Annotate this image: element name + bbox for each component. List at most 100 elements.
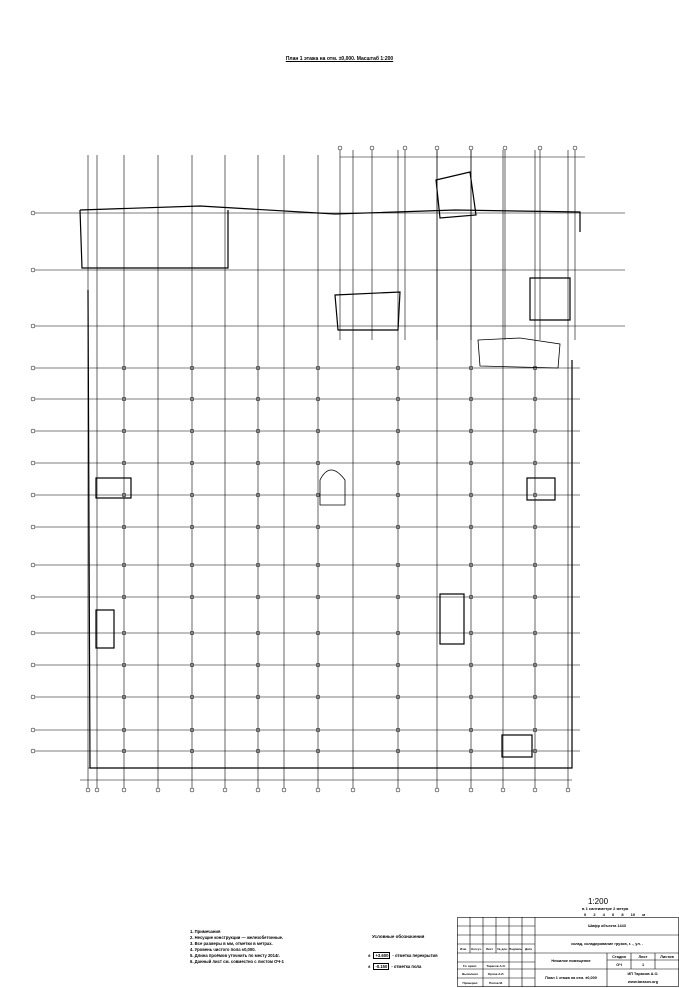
axis-marker — [395, 787, 401, 793]
column — [316, 749, 320, 753]
column-header: Дата — [525, 946, 532, 951]
column — [396, 429, 400, 433]
role: Гл. архит. — [462, 963, 478, 968]
column — [256, 631, 260, 635]
company-site: www.tarasov.org — [627, 979, 659, 984]
column — [396, 663, 400, 667]
column — [469, 749, 473, 753]
column — [122, 461, 126, 465]
column — [316, 461, 320, 465]
axis-marker — [30, 323, 36, 329]
column — [316, 595, 320, 599]
column — [122, 749, 126, 753]
column — [533, 525, 537, 529]
axis-marker — [30, 594, 36, 600]
column — [469, 493, 473, 497]
axis-marker — [30, 267, 36, 273]
axis-marker — [369, 145, 375, 151]
legend-item: ± -0.150- отметка пола — [368, 963, 422, 970]
column — [316, 397, 320, 401]
structural-columns — [122, 366, 537, 753]
title-block: Шифр объекта 1443 склад, складирование г… — [457, 917, 679, 987]
column — [469, 663, 473, 667]
axis-marker — [85, 787, 91, 793]
column — [533, 397, 537, 401]
axis-marker — [30, 748, 36, 754]
axis-marker — [255, 787, 261, 793]
legend-item: ± +3.600- отметка перекрытия — [368, 952, 438, 959]
person: Попов М. — [489, 980, 503, 985]
column — [122, 563, 126, 567]
axis-marker — [315, 787, 321, 793]
axis-marker — [30, 210, 36, 216]
column-header: Лист — [485, 946, 494, 951]
role: Выполнил — [462, 971, 478, 976]
company-name: ИП Тарасов А.О. — [627, 971, 659, 976]
axis-marker — [434, 787, 440, 793]
stage-value: ОЧ — [616, 962, 622, 967]
axis-marker — [350, 787, 356, 793]
axis-marker — [565, 787, 571, 793]
scale-ratio: 1:200 — [588, 897, 609, 906]
axis-marker — [537, 145, 543, 151]
column — [256, 366, 260, 370]
sheet-header: Лист — [638, 954, 648, 959]
column-header: Подпись — [508, 946, 523, 951]
column — [396, 728, 400, 732]
column — [122, 397, 126, 401]
sheet-name: Нежилое помещение — [551, 959, 591, 963]
column — [122, 695, 126, 699]
column — [533, 461, 537, 465]
column — [469, 631, 473, 635]
column — [190, 631, 194, 635]
column — [190, 563, 194, 567]
column — [396, 631, 400, 635]
column — [122, 493, 126, 497]
role: Проверил — [462, 980, 478, 985]
column — [396, 695, 400, 699]
column — [469, 728, 473, 732]
axis-marker — [572, 145, 578, 151]
axis-marker — [30, 365, 36, 371]
axis-marker — [30, 630, 36, 636]
column — [122, 728, 126, 732]
column — [256, 397, 260, 401]
column — [396, 397, 400, 401]
column — [533, 429, 537, 433]
axis-marker — [402, 145, 408, 151]
axis-marker — [30, 662, 36, 668]
project-address: склад, складирование грузов, г. ., ул. . — [571, 942, 643, 946]
column-header: № док. — [497, 946, 508, 951]
column — [533, 728, 537, 732]
column — [533, 563, 537, 567]
column — [396, 366, 400, 370]
axis-marker — [434, 145, 440, 151]
column — [190, 525, 194, 529]
column — [122, 631, 126, 635]
column — [256, 695, 260, 699]
column — [190, 493, 194, 497]
column — [533, 493, 537, 497]
note: 5. Длина проёмов уточнить по месту 2014г… — [190, 953, 280, 958]
drawing-title: План 1 этажа на отм. ±0,000. Масштаб 1:2… — [285, 56, 394, 62]
column-header: Изм. — [460, 946, 467, 951]
building-walls — [79, 171, 581, 769]
column — [316, 366, 320, 370]
axis-marker — [337, 145, 343, 151]
column — [469, 366, 473, 370]
column — [316, 728, 320, 732]
column — [533, 366, 537, 370]
axis-marker — [468, 787, 474, 793]
axis-marker — [281, 787, 287, 793]
column — [396, 563, 400, 567]
column — [396, 595, 400, 599]
axis-marker — [500, 787, 506, 793]
column — [533, 631, 537, 635]
column — [469, 563, 473, 567]
person: Тарасов А.О. — [486, 963, 506, 968]
axis-marker — [30, 694, 36, 700]
column — [256, 663, 260, 667]
person: Орлов А.Л. — [487, 971, 505, 976]
axis-markers — [30, 145, 578, 793]
